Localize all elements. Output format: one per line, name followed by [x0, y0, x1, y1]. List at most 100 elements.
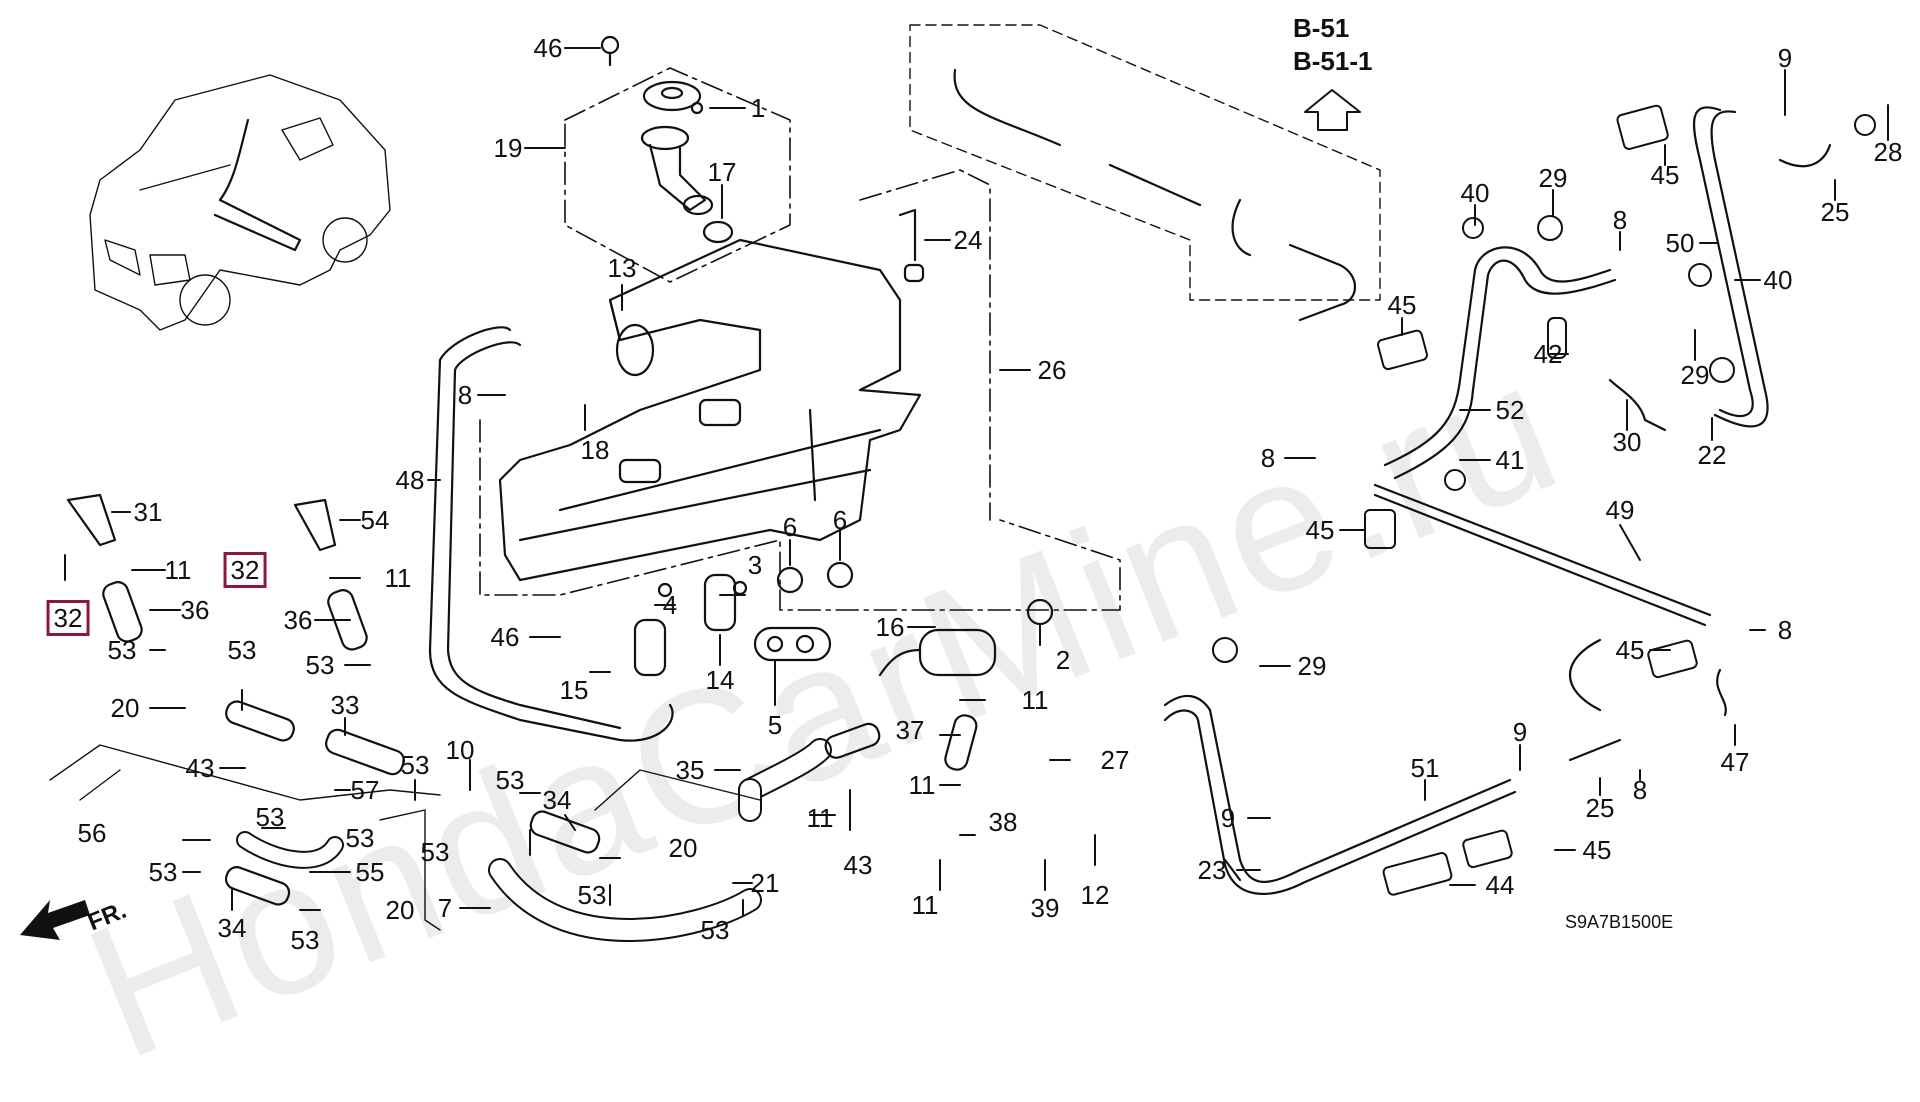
reservoir-group-outline	[479, 169, 1121, 611]
callout-label: 44	[1485, 870, 1515, 900]
callout-label: 29	[1680, 360, 1710, 390]
callout-label: 17	[707, 157, 737, 187]
callout-label: 50	[1665, 228, 1695, 258]
callout-label: 51	[1410, 753, 1440, 783]
callout-label: 46	[490, 622, 520, 652]
callout-label: 38	[988, 807, 1018, 837]
callout-label: 15	[559, 675, 589, 705]
callout-label: 23	[1197, 855, 1227, 885]
washer-cap-part	[642, 80, 704, 115]
callout-label: 1	[750, 93, 766, 123]
felt-pad-parts	[1364, 104, 1698, 896]
callout-label: 30	[1612, 427, 1642, 457]
callout-label: 43	[185, 753, 215, 783]
callout-label: 22	[1697, 440, 1727, 470]
callout-label: 52	[1495, 395, 1525, 425]
callout-label: 2	[1055, 645, 1071, 675]
callout-label: 49	[1605, 495, 1635, 525]
callout-label-highlighted[interactable]: 32	[46, 600, 90, 636]
diagram-artwork	[20, 24, 1889, 942]
callout-label: 9	[1512, 717, 1528, 747]
callout-label: 18	[580, 435, 610, 465]
callout-label: 11	[1021, 685, 1049, 715]
callout-label: 13	[607, 253, 637, 283]
washer-motor-part	[878, 628, 997, 677]
filler-neck-group-outline	[564, 67, 791, 283]
clip-parts	[1212, 114, 1876, 663]
reference-arrow-icon	[1304, 89, 1361, 131]
callout-label: 8	[1612, 205, 1628, 235]
assembly-guide-lines	[49, 744, 761, 931]
callout-label: 4	[662, 590, 678, 620]
callout-label: 25	[1585, 793, 1615, 823]
callout-label: 29	[1297, 651, 1327, 681]
callout-label: 47	[1720, 747, 1750, 777]
grommet-part	[753, 626, 832, 662]
callout-label: 53	[400, 750, 430, 780]
parts-diagram: HondaCarMine.ru	[20, 12, 1903, 1099]
callout-label: 8	[1777, 615, 1793, 645]
callout-label: 45	[1650, 160, 1680, 190]
callout-label: 53	[290, 925, 320, 955]
callout-label: 36	[283, 605, 313, 635]
section-ref-b51[interactable]: B-51	[1293, 13, 1350, 43]
callout-label: 31	[133, 497, 163, 527]
bolt-part	[600, 35, 620, 67]
callout-label: 43	[843, 850, 873, 880]
callout-label: 36	[180, 595, 210, 625]
callout-label: 12	[1080, 880, 1110, 910]
callout-label: 35	[675, 755, 705, 785]
callout-label: 53	[420, 837, 450, 867]
callout-label: 27	[1100, 745, 1130, 775]
callout-label: 20	[668, 833, 698, 863]
callout-label: 7	[437, 893, 453, 923]
callout-label: 53	[345, 823, 375, 853]
callout-label: 53	[148, 857, 178, 887]
long-hose-part	[428, 326, 674, 742]
callout-label: 45	[1615, 635, 1645, 665]
callout-label: 3	[747, 550, 763, 580]
callout-label: 45	[1305, 515, 1335, 545]
section-ref-b51-1[interactable]: B-51-1	[1293, 45, 1373, 76]
callout-label: 33	[330, 690, 360, 720]
callout-label: 9	[1777, 43, 1793, 73]
callout-label: 46	[533, 33, 563, 63]
callout-label: 26	[1037, 355, 1067, 385]
callout-label: 53	[700, 915, 730, 945]
section-reference[interactable]: B-51 B-51-1	[1293, 12, 1372, 77]
callout-label: 11	[806, 803, 834, 833]
callout-label: 34	[542, 785, 572, 815]
callout-leader-lines	[64, 47, 1889, 916]
callout-label: 20	[110, 693, 140, 723]
callout-label: 48	[395, 465, 425, 495]
callout-label: 28	[1873, 137, 1903, 167]
right-hose-parts	[1163, 106, 1832, 895]
callout-label-highlighted[interactable]: 32	[223, 552, 267, 588]
callout-label: 54	[360, 505, 390, 535]
callout-label: 6	[832, 505, 848, 535]
left-hose-parts	[102, 581, 978, 942]
callout-label: 40	[1763, 265, 1793, 295]
callout-label: 53	[577, 880, 607, 910]
diagram-code: S9A7B1500E	[1565, 912, 1674, 932]
callout-label: 21	[750, 868, 780, 898]
upper-hose-part	[953, 68, 1356, 322]
upper-nozzle-group-outline	[909, 24, 1381, 301]
callout-label: 53	[255, 802, 285, 832]
washer-reservoir-part	[498, 238, 922, 582]
callout-label: 55	[355, 857, 385, 887]
callout-label: 53	[305, 650, 335, 680]
callout-label: 34	[217, 913, 247, 943]
callout-label: 25	[1820, 197, 1850, 227]
callout-label: 40	[1460, 178, 1490, 208]
callout-label: 16	[875, 612, 905, 642]
small-hose-part	[898, 208, 925, 283]
callout-label: 6	[782, 512, 798, 542]
headlight-nozzle-part	[66, 493, 337, 552]
callout-label: 10	[445, 735, 475, 765]
grommet-6-part	[776, 561, 1054, 626]
callout-label: 41	[1495, 445, 1525, 475]
callout-label: 11	[911, 890, 939, 920]
callout-label: 11	[164, 555, 192, 585]
callout-label: 11	[384, 563, 412, 593]
